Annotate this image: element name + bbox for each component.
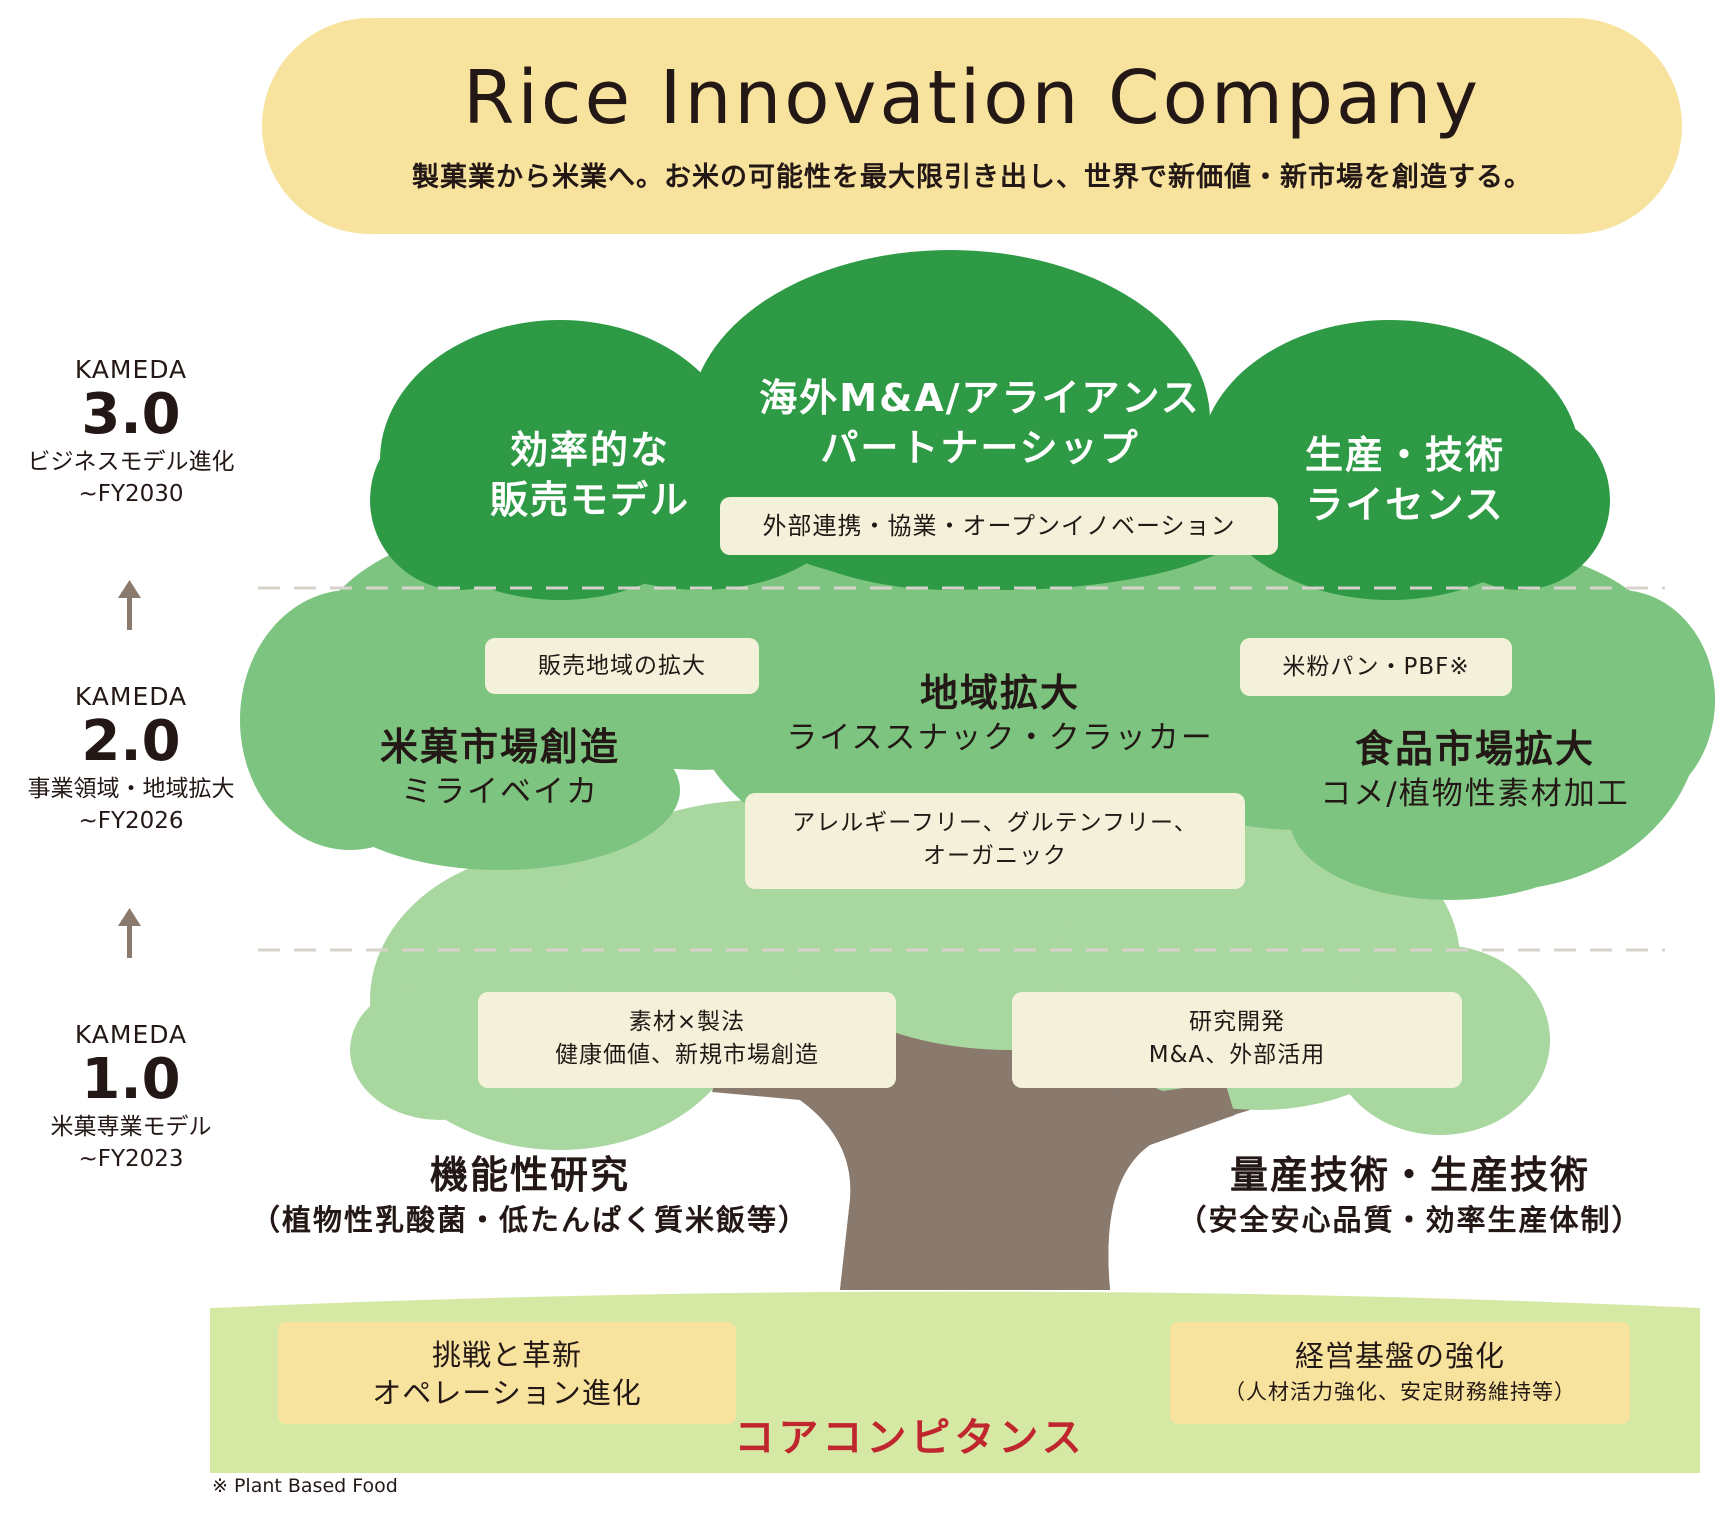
base-right-line2: （人材活力強化、安定財務維持等） xyxy=(1224,1380,1576,1404)
level-kameda-1: KAMEDA 1.0 米菓専業モデル ~FY2023 xyxy=(0,1020,262,1175)
level-kameda-3: KAMEDA 3.0 ビジネスモデル進化 ~FY2030 xyxy=(0,355,262,510)
tier2-right-box: 米粉パン・PBF※ xyxy=(1240,638,1512,696)
level-period: ~FY2023 xyxy=(78,1146,184,1172)
tier1-right-label: 量産技術・生産技術 （安全安心品質・効率生産体制） xyxy=(1150,1150,1670,1240)
tier2-right-sub: コメ/植物性素材加工 xyxy=(1320,776,1630,812)
tier1-right-title: 量産技術・生産技術 xyxy=(1229,1153,1590,1197)
tier2-left-title: 米菓市場創造 xyxy=(379,725,620,769)
tier1-right-sub: （安全安心品質・効率生産体制） xyxy=(1177,1203,1643,1237)
tier1-left-box: 素材×製法 健康価値、新規市場創造 xyxy=(478,992,896,1088)
core-competence-label: コアコンピタンス xyxy=(734,1415,1086,1461)
level-period: ~FY2030 xyxy=(78,481,184,507)
tier3-center-box: 外部連携・協業・オープンイノベーション xyxy=(720,497,1278,555)
tier2-center-box-line1: アレルギーフリー、グルテンフリー、 xyxy=(792,810,1198,836)
level-brand: KAMEDA xyxy=(74,1020,188,1049)
arrow-up-icon xyxy=(118,580,141,630)
base-right-box: 経営基盤の強化 （人材活力強化、安定財務維持等） xyxy=(1170,1322,1630,1424)
level-version: 3.0 xyxy=(81,382,181,447)
footnote: ※ Plant Based Food xyxy=(212,1475,398,1497)
tier3-left-line2: 販売モデル xyxy=(489,478,690,522)
tier2-right-title: 食品市場拡大 xyxy=(1354,727,1595,771)
tier1-right-box-line1: 研究開発 xyxy=(1189,1009,1285,1035)
level-version: 2.0 xyxy=(81,709,181,774)
tier3-left-line1: 効率的な xyxy=(509,428,670,472)
vision-subtitle: 製菓業から米業へ。お米の可能性を最大限引き出し、世界で新価値・新市場を創造する。 xyxy=(412,162,1532,193)
tier2-center-box-line2: オーガニック xyxy=(923,843,1067,869)
tier2-left-sub: ミライベイカ xyxy=(401,774,599,810)
tier1-right-box: 研究開発 M&A、外部活用 xyxy=(1012,992,1462,1088)
tier1-left-label: 機能性研究 （植物性乳酸菌・低たんぱく質米飯等） xyxy=(220,1150,840,1240)
tier3-right-label: 生産・技術 ライセンス xyxy=(1275,430,1535,530)
tier1-left-sub: （植物性乳酸菌・低たんぱく質米飯等） xyxy=(250,1203,809,1237)
tier3-center-line1: 海外M&A/アライアンス xyxy=(759,376,1201,420)
level-brand: KAMEDA xyxy=(74,682,188,711)
tier3-center-label: 海外M&A/アライアンス パートナーシップ xyxy=(720,373,1240,473)
level-version: 1.0 xyxy=(81,1047,181,1112)
base-right-line1: 経営基盤の強化 xyxy=(1294,1339,1505,1373)
level-desc: ビジネスモデル進化 xyxy=(27,449,235,475)
tier2-center-sub: ライススナック・クラッカー xyxy=(786,720,1214,756)
level-desc: 事業領域・地域拡大 xyxy=(27,776,235,802)
base-left-line1: 挑戦と革新 xyxy=(431,1338,582,1372)
tier2-right-label: 食品市場拡大 コメ/植物性素材加工 xyxy=(1290,724,1660,814)
level-desc: 米菓専業モデル xyxy=(50,1114,212,1140)
tier3-right-line1: 生産・技術 xyxy=(1304,433,1505,477)
level-kameda-2: KAMEDA 2.0 事業領域・地域拡大 ~FY2026 xyxy=(0,682,262,837)
tier1-left-title: 機能性研究 xyxy=(429,1153,630,1197)
vision-title: Rice Innovation Company xyxy=(462,55,1482,141)
tier3-center-line2: パートナーシップ xyxy=(820,426,1140,470)
vision-banner xyxy=(262,18,1682,234)
tier1-left-box-line1: 素材×製法 xyxy=(628,1009,746,1035)
tier1-right-box-line2: M&A、外部活用 xyxy=(1148,1042,1326,1068)
tier2-center-title: 地域拡大 xyxy=(919,671,1080,715)
arrow-up-icon xyxy=(118,908,141,958)
tier2-center-label: 地域拡大 ライススナック・クラッカー xyxy=(740,668,1260,758)
base-left-line2: オペレーション進化 xyxy=(372,1376,642,1410)
tier2-center-box: アレルギーフリー、グルテンフリー、 オーガニック xyxy=(745,793,1245,889)
level-brand: KAMEDA xyxy=(74,355,188,384)
tier1-left-box-line2: 健康価値、新規市場創造 xyxy=(555,1042,819,1068)
tier3-left-label: 効率的な 販売モデル xyxy=(460,425,720,525)
base-left-box: 挑戦と革新 オペレーション進化 xyxy=(278,1322,736,1424)
tier2-left-label: 米菓市場創造 ミライベイカ xyxy=(330,722,670,812)
tier3-right-line2: ライセンス xyxy=(1305,483,1505,527)
tier2-left-box: 販売地域の拡大 xyxy=(485,638,759,694)
level-period: ~FY2026 xyxy=(78,808,184,834)
